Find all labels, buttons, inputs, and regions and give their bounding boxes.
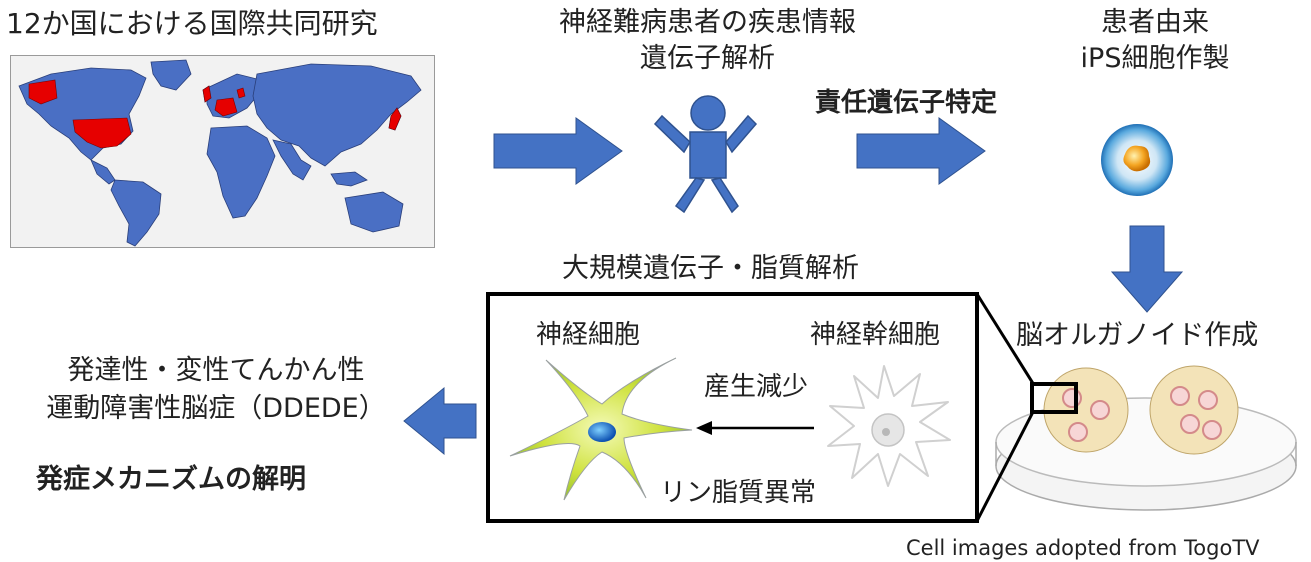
world-map-icon bbox=[10, 55, 435, 248]
disease-line1: 発達性・変性てんかん性 bbox=[67, 355, 365, 386]
large-scale-analysis-label: 大規模遺伝子・脂質解析 bbox=[562, 253, 859, 284]
mechanism-label: 発症メカニズムの解明 bbox=[36, 464, 306, 495]
disease-label: 発達性・変性てんかん性 運動障害性脳症（DDEDE） bbox=[0, 352, 432, 428]
disease-line2: 運動障害性脳症（DDEDE） bbox=[46, 393, 386, 424]
organoid-label: 脳オルガノイド作成 bbox=[1016, 320, 1259, 351]
neuron-icon bbox=[509, 357, 693, 501]
organoid-dish-icon bbox=[995, 365, 1297, 511]
right-arrow-icon bbox=[493, 117, 623, 185]
phospholipid-abnormality-label: リン脂質異常 bbox=[660, 478, 817, 508]
left-arrow-icon bbox=[403, 386, 477, 456]
ips-cells-label: iPS細胞作製 bbox=[1080, 43, 1230, 74]
international-collaboration-label: 12か国における国際共同研究 bbox=[6, 7, 378, 40]
neuron-label: 神経細胞 bbox=[536, 320, 641, 350]
responsible-gene-label: 責任遺伝子特定 bbox=[815, 88, 998, 118]
patient-info-line1: 神経難病患者の疾患情報 bbox=[559, 7, 856, 38]
left-arrow-line bbox=[696, 421, 814, 435]
neural-stem-cell-icon bbox=[827, 365, 951, 487]
patient-info-label: 神経難病患者の疾患情報 遺伝子解析 bbox=[520, 5, 895, 77]
patient-info-line2: 遺伝子解析 bbox=[640, 43, 775, 74]
down-arrow-icon bbox=[1110, 225, 1184, 313]
patient-derived-label: 患者由来 bbox=[1101, 7, 1209, 38]
ips-cell-icon bbox=[1101, 124, 1173, 196]
credit-label: Cell images adopted from TogoTV bbox=[906, 536, 1260, 560]
neural-stem-cell-label: 神経幹細胞 bbox=[810, 320, 941, 350]
ips-label: 患者由来 iPS細胞作製 bbox=[1040, 5, 1270, 77]
right-arrow-icon bbox=[856, 117, 986, 185]
reduced-production-label: 産生減少 bbox=[704, 372, 809, 402]
person-icon bbox=[653, 95, 758, 214]
